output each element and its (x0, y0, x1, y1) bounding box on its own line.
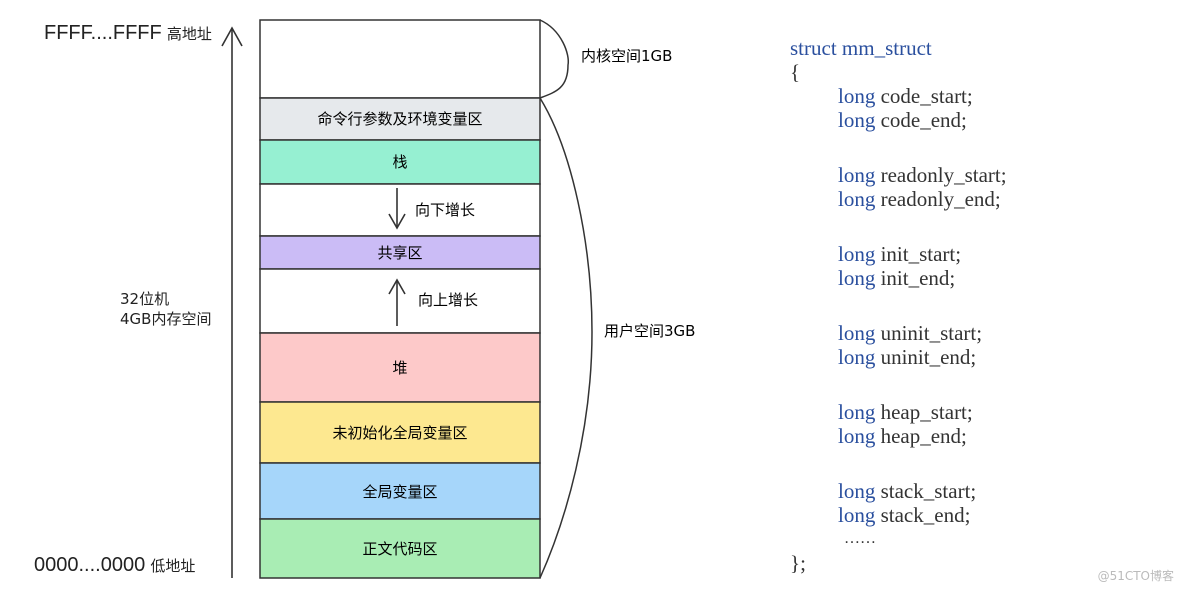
code-line: long code_start; (790, 84, 1007, 108)
segment-text (259, 518, 541, 579)
code-long-keyword: long (838, 345, 876, 369)
code-field: code_start; (880, 84, 973, 108)
code-open-brace: { (790, 60, 801, 84)
code-long-keyword: long (838, 242, 876, 266)
segment-kernel (259, 19, 541, 99)
memory-size-label: 32位机 4GB内存空间 (120, 289, 211, 329)
code-long-keyword: long (838, 479, 876, 503)
code-line: long stack_end; (790, 503, 1007, 527)
code-line: long readonly_end; (790, 187, 1007, 211)
code-long-keyword: long (838, 108, 876, 132)
segment-cmdline-env (259, 97, 541, 141)
watermark: @51CTO博客 (1097, 569, 1174, 583)
high-address-value: FFFF....FFFF (44, 22, 162, 44)
high-address-text: 高地址 (166, 25, 212, 43)
low-address-label: 0000....0000 低地址 (34, 554, 195, 577)
code-field: init_end; (880, 266, 956, 290)
code-close-brace: }; (790, 551, 806, 575)
low-address-value: 0000....0000 (34, 554, 146, 576)
low-address-text: 低地址 (150, 557, 196, 575)
mm-struct-code: struct mm_struct { long code_start; long… (790, 36, 1007, 575)
code-line: long code_end; (790, 108, 1007, 132)
code-field: readonly_start; (880, 163, 1007, 187)
code-long-keyword: long (838, 266, 876, 290)
segment-stack-label: 栈 (392, 153, 407, 171)
code-field: stack_start; (880, 479, 977, 503)
memory-layout-diagram: 命令行参数及环境变量区 栈 共享区 堆 未初始化全局变量区 全局变量区 正文代码… (221, 19, 695, 579)
code-long-keyword: long (838, 321, 876, 345)
up-arrow-head (388, 278, 406, 295)
code-long-keyword: long (838, 187, 876, 211)
segment-bss-label: 未初始化全局变量区 (332, 424, 467, 442)
memory-size-line2: 4GB内存空间 (120, 310, 212, 328)
code-line: long uninit_end; (790, 345, 1007, 369)
code-field: uninit_start; (880, 321, 983, 345)
code-struct-line: struct mm_struct (790, 36, 1007, 60)
code-struct-name: mm_struct (841, 36, 932, 60)
code-field: heap_start; (880, 400, 973, 424)
code-long-keyword: long (838, 503, 876, 527)
user-space-brace (539, 97, 593, 579)
segment-stack-growth (259, 183, 541, 237)
segment-heap (259, 332, 541, 403)
stack-growth-label: 向下增长 (415, 201, 475, 219)
kernel-space-brace (539, 19, 570, 99)
code-line: long stack_start; (790, 479, 1007, 503)
kernel-space-label: 内核空间1GB (581, 47, 672, 65)
segment-cmdline-env-label: 命令行参数及环境变量区 (317, 110, 482, 128)
code-long-keyword: long (838, 424, 876, 448)
user-space-label: 用户空间3GB (604, 322, 695, 340)
segment-text-label: 正文代码区 (362, 540, 437, 558)
code-long-keyword: long (838, 163, 876, 187)
segment-heap-growth (259, 268, 541, 334)
heap-growth-label: 向上增长 (418, 291, 478, 309)
memory-size-line1: 32位机 (120, 290, 170, 308)
address-axis-arrowhead (221, 26, 243, 47)
segment-data-label: 全局变量区 (362, 483, 437, 501)
code-field: stack_end; (880, 503, 971, 527)
code-line: long init_end; (790, 266, 1007, 290)
segment-stack (259, 139, 541, 185)
segment-shared-label: 共享区 (377, 244, 422, 262)
code-line: long uninit_start; (790, 321, 1007, 345)
high-address-label: FFFF....FFFF 高地址 (44, 22, 212, 45)
segment-heap-label: 堆 (392, 359, 407, 377)
code-field: readonly_end; (880, 187, 1001, 211)
code-long-keyword: long (838, 400, 876, 424)
code-field: heap_end; (880, 424, 967, 448)
code-field: uninit_end; (880, 345, 977, 369)
down-arrow-head (388, 213, 406, 230)
code-ellipsis: …… (844, 530, 876, 547)
code-field: code_end; (880, 108, 967, 132)
code-line: long heap_end; (790, 424, 1007, 448)
code-struct-keyword: struct (790, 36, 837, 60)
code-line: long readonly_start; (790, 163, 1007, 187)
code-long-keyword: long (838, 84, 876, 108)
code-line: long heap_start; (790, 400, 1007, 424)
code-field: init_start; (880, 242, 962, 266)
code-line: long init_start; (790, 242, 1007, 266)
